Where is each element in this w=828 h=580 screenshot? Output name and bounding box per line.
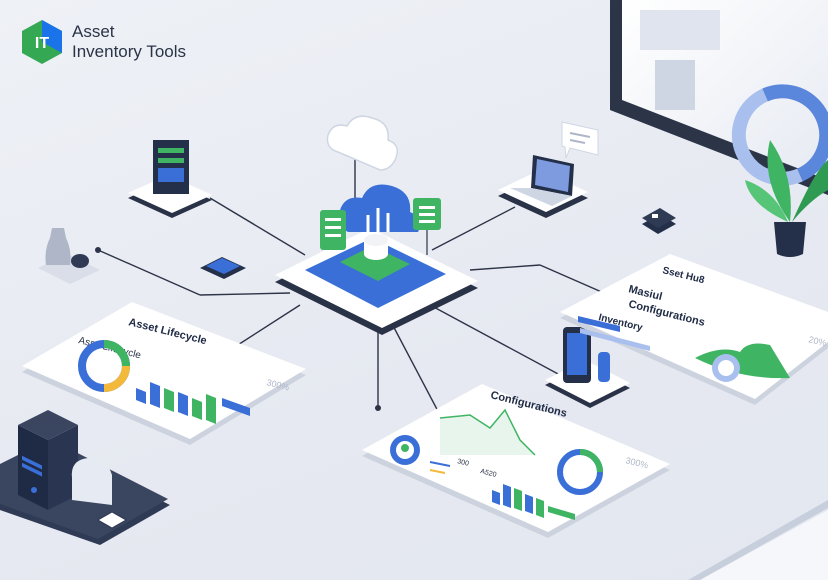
network-connection-lines [97,144,621,416]
asset-hub-stat: 20% [808,334,828,348]
configurations-label-1: 300 [457,458,470,468]
brand-header: IT Asset Inventory Tools [22,20,186,64]
laptop-platform [498,155,588,218]
configurations-label-2: A520 [480,468,498,479]
configurations-bar-chart [492,484,575,520]
chip-device-icon [200,257,246,279]
brand-title: Asset Inventory Tools [72,22,186,62]
cloud-icon [338,184,421,232]
asset-lifecycle-card: Asset Lifecycle Asse Lifecycle 300% [22,302,306,445]
cloud-outline-icon [326,115,399,171]
brand-title-line-1: Asset [72,22,115,41]
background-monitor [610,0,828,195]
green-document-icon [413,198,441,255]
vase-shelf-decor [38,228,100,284]
server-tower-platform [128,140,212,218]
chat-bubble-icon [561,121,599,159]
mobile-device-platform [545,327,630,408]
router-box-icon [642,208,676,234]
asset-inventory-logo-icon: IT [22,20,62,64]
server-desk-platform [0,410,170,545]
central-hub-platform [275,228,478,335]
asset-hub-card: Sset Hu8 Masiul Configurations Inventory… [560,254,828,405]
plant-icon [745,140,828,257]
logo-glyph: IT [35,35,49,52]
green-server-icon [320,210,346,250]
lifecycle-bar-chart [136,382,250,424]
configurations-card: Configurations 300 A520 300% [362,384,670,538]
brand-title-line-2: Inventory Tools [72,42,187,61]
